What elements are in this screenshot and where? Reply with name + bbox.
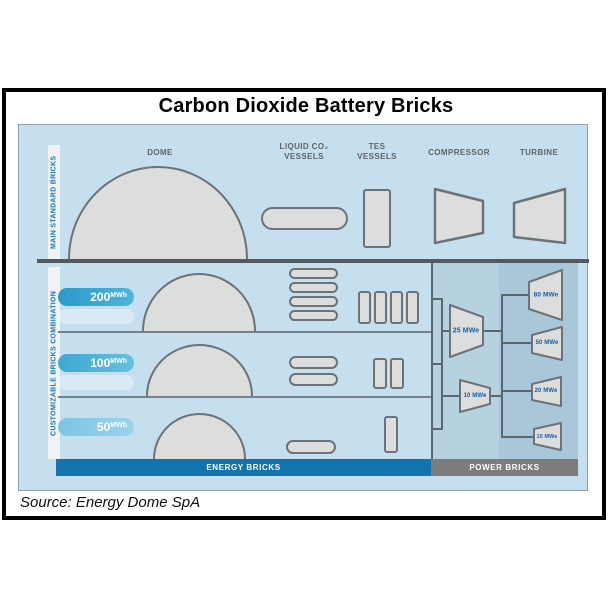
dome-shape-main: [68, 166, 248, 259]
tes-vessel: [358, 291, 371, 324]
turbine-50mwe-shape: [531, 326, 563, 361]
dome-shape-row2: [146, 344, 253, 396]
energy-bricks-bar: ENERGY BRICKS: [56, 459, 431, 476]
connector-turbine-10: [501, 436, 534, 438]
turbine-80mwe-label: 80 MWe: [533, 291, 559, 299]
turbine-20mwe-label: 20 MWe: [534, 388, 558, 394]
turbine-10mwe-label: 10 MWe: [536, 434, 558, 440]
co2-vessel: [289, 310, 338, 321]
header-tes-line1: TES: [368, 142, 386, 151]
connector-turbine-80: [501, 294, 529, 296]
turbine-20mwe-shape: [531, 376, 562, 407]
compressor-25mwe-shape: [449, 304, 484, 358]
customizable-bricks-strip: CUSTOMIZABLE BRICKS COMBINATION: [48, 267, 60, 459]
connector-compressor25-out: [483, 330, 501, 332]
header-liquid-co2-vessels: LIQUID CO₂ VESSELS: [280, 142, 329, 162]
co2-vessel: [289, 282, 338, 293]
capacity-badge-ghost: [58, 309, 134, 324]
page-title: Carbon Dioxide Battery Bricks: [158, 95, 454, 117]
connector-turbine-trunk: [501, 294, 503, 438]
tes-vessel-main: [363, 189, 391, 248]
connector-compressor10-out: [490, 395, 501, 397]
turbine-shape-main: [512, 187, 567, 245]
turbine-10mwe-shape: [533, 422, 562, 451]
tes-vessel: [390, 358, 404, 389]
dome-shape-row1: [142, 273, 256, 331]
co2-vessel: [289, 296, 338, 307]
co2-vessel: [289, 356, 338, 369]
connector-row3: [431, 428, 443, 430]
row-separator-2: [58, 396, 431, 398]
capacity-badge-100mwh: 100MWh: [58, 354, 134, 372]
dome-shape-row3: [153, 413, 246, 459]
power-bricks-bar: POWER BRICKS: [431, 459, 578, 476]
header-turbine: TURBINE: [519, 148, 559, 157]
turbine-80mwe-shape: [528, 269, 563, 321]
row-separator-1: [58, 331, 431, 333]
tes-vessel: [406, 291, 419, 324]
co2-vessel: [289, 373, 338, 386]
connector-turbine-20: [501, 390, 532, 392]
header-compressor: COMPRESSOR: [428, 148, 490, 157]
header-tes-vessels: TES VESSELS: [357, 142, 397, 162]
compressor-10mwe-shape: [459, 379, 491, 413]
turbine-50mwe-label: 50 MWe: [535, 340, 559, 346]
connector-bracket: [441, 298, 443, 430]
capacity-badge-200mwh: 200MWh: [58, 288, 134, 306]
co2-vessel: [286, 440, 336, 454]
connector-to-compressor-25: [443, 330, 451, 332]
diagram-canvas: MAIN STANDARD BRICKS CUSTOMIZABLE BRICKS…: [18, 124, 589, 491]
compressor-shape-main: [433, 187, 485, 245]
section-divider-line: [37, 259, 589, 263]
connector-row1: [431, 298, 443, 300]
source-credit: Source: Energy Dome SpA: [20, 494, 201, 511]
main-standard-bricks-strip: MAIN STANDARD BRICKS: [48, 145, 60, 259]
compressor-25mwe-label: 25 MWe: [452, 327, 480, 335]
main-standard-bricks-label: MAIN STANDARD BRICKS: [50, 155, 58, 249]
co2-vessel-main: [261, 207, 348, 230]
power-boundary-line: [431, 263, 433, 459]
tes-vessel: [384, 416, 398, 453]
header-dome: DOME: [147, 148, 173, 157]
capacity-badge-50mwh: 50MWh: [58, 418, 134, 436]
header-liquid-co2-line2: VESSELS: [284, 152, 324, 161]
header-liquid-co2-line1: LIQUID CO₂: [279, 142, 329, 151]
connector-turbine-50: [501, 342, 532, 344]
tes-vessel: [390, 291, 403, 324]
header-tes-line2: VESSELS: [357, 152, 397, 161]
co2-vessel: [289, 268, 338, 279]
connector-row2: [431, 363, 443, 365]
tes-vessel: [373, 358, 387, 389]
tes-vessel: [374, 291, 387, 324]
connector-to-compressor-10: [443, 395, 460, 397]
compressor-10mwe-label: 10 MWe: [463, 393, 487, 399]
capacity-badge-ghost: [58, 375, 134, 390]
